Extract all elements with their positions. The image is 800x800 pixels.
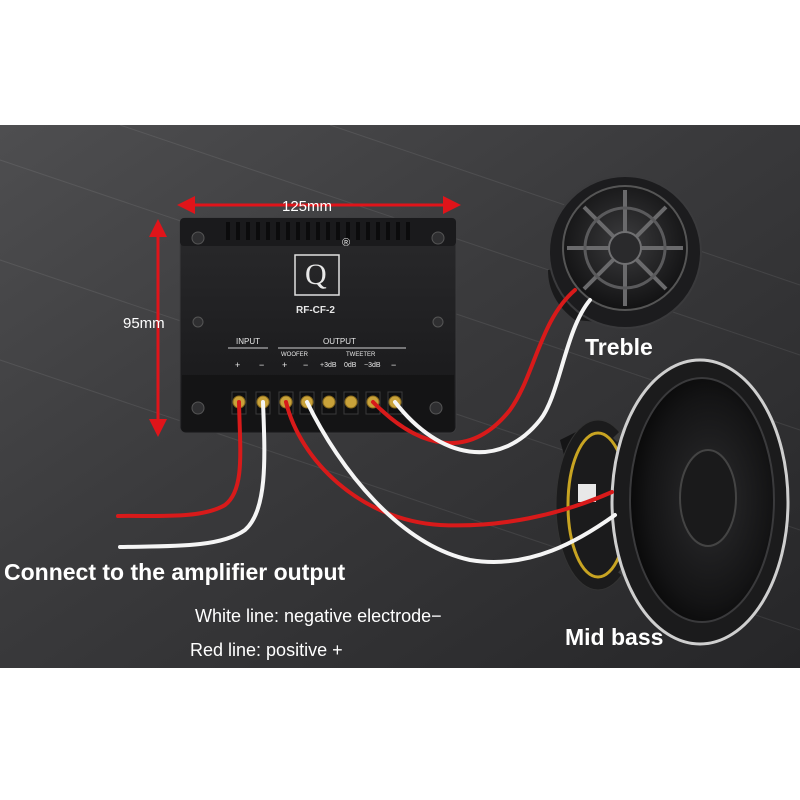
height-dimension-label: 95mm bbox=[123, 315, 165, 332]
woofer-speaker bbox=[555, 358, 790, 646]
terminal-tweeter-plus3db bbox=[321, 391, 337, 415]
width-dimension-label: 125mm bbox=[282, 198, 333, 215]
terminal-mark: + bbox=[282, 360, 288, 370]
output-label: OUTPUT bbox=[323, 337, 356, 346]
woofer-logo-badge bbox=[578, 484, 596, 502]
red-wire-tweeter bbox=[371, 288, 577, 445]
white-line-legend: White line: negative electrode− bbox=[195, 606, 442, 626]
red-line-legend: Red line: positive + bbox=[190, 640, 343, 660]
screw bbox=[192, 316, 204, 328]
brand-mark: Q bbox=[305, 258, 327, 291]
tweeter-label: TWEETER bbox=[346, 352, 376, 358]
terminal-mark: −3dB bbox=[364, 362, 381, 369]
terminal-mark: 0dB bbox=[344, 362, 357, 369]
screw bbox=[191, 401, 205, 415]
terminal-tweeter-0db bbox=[343, 391, 359, 415]
registered-mark: ® bbox=[342, 237, 351, 249]
wires bbox=[116, 288, 617, 564]
woofer-label: WOOFER bbox=[281, 352, 308, 358]
cooling-vents bbox=[226, 222, 410, 240]
crossover-box bbox=[179, 217, 457, 434]
tweeter-speaker bbox=[548, 175, 702, 329]
terminal-mark: − bbox=[391, 360, 397, 370]
amplifier-connection-label: Connect to the amplifier output bbox=[4, 559, 346, 585]
terminal-mark: − bbox=[259, 360, 265, 370]
terminal-mark: + bbox=[235, 360, 241, 370]
white-wire-woofer bbox=[305, 400, 617, 564]
red-wire-amplifier bbox=[116, 400, 243, 519]
input-label: INPUT bbox=[236, 337, 260, 346]
mid-bass-label: Mid bass bbox=[565, 624, 664, 650]
white-wire-amplifier bbox=[118, 400, 267, 549]
treble-label: Treble bbox=[585, 334, 653, 360]
terminal-mark: +3dB bbox=[320, 362, 337, 369]
terminal-mark: − bbox=[303, 360, 309, 370]
red-wire-woofer bbox=[284, 400, 614, 528]
screw bbox=[191, 231, 205, 245]
screw bbox=[431, 231, 445, 245]
model-label: RF-CF-2 bbox=[296, 305, 335, 316]
brand-logo-frame bbox=[294, 254, 340, 296]
screw bbox=[429, 401, 443, 415]
white-wire-tweeter bbox=[393, 298, 592, 455]
screw bbox=[432, 316, 444, 328]
